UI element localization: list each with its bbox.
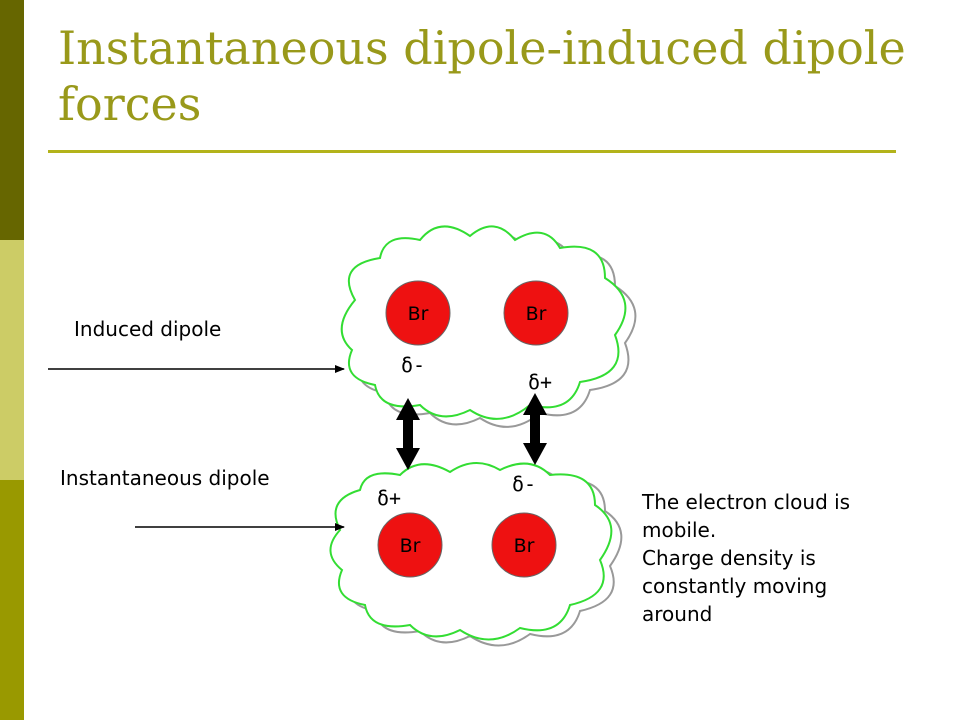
slide-title: Instantaneous dipole-induced dipole forc…	[58, 21, 906, 131]
sidebar-band-mid	[0, 480, 24, 720]
atom-bottom-right-label: Br	[514, 535, 535, 557]
charge-top-right: δ+	[528, 370, 553, 394]
charge-top-left: δ-	[401, 353, 426, 377]
bottom-cloud	[329, 462, 613, 641]
note-line: mobile.	[642, 518, 717, 542]
note-line: The electron cloud is	[642, 490, 851, 514]
atom-top-right	[503, 280, 569, 346]
attraction-arrow-left	[396, 398, 420, 470]
atom-bottom-right	[491, 512, 557, 578]
note-line: constantly moving	[642, 574, 828, 598]
charge-bottom-left: δ+	[377, 486, 402, 510]
sidebar-decoration	[0, 0, 24, 720]
atom-bottom-left-label: Br	[400, 535, 421, 557]
sidebar-band-light	[0, 240, 24, 480]
instantaneous-dipole-label: Instantaneous dipole	[60, 466, 270, 490]
induced-dipole-label: Induced dipole	[74, 317, 222, 341]
electron-cloud-note: The electron cloud is mobile. Charge den…	[642, 488, 922, 628]
top-cloud	[340, 225, 627, 420]
note-line: Charge density is	[642, 546, 816, 570]
atom-top-left	[385, 280, 451, 346]
attraction-arrow-right	[523, 393, 547, 465]
atom-top-left-label: Br	[408, 303, 429, 325]
atom-top-right-label: Br	[526, 303, 547, 325]
title-underline	[48, 150, 896, 153]
note-line: around	[642, 602, 713, 626]
atom-bottom-left	[377, 512, 443, 578]
sidebar-band-dark	[0, 0, 24, 240]
charge-bottom-right: δ-	[512, 472, 537, 496]
